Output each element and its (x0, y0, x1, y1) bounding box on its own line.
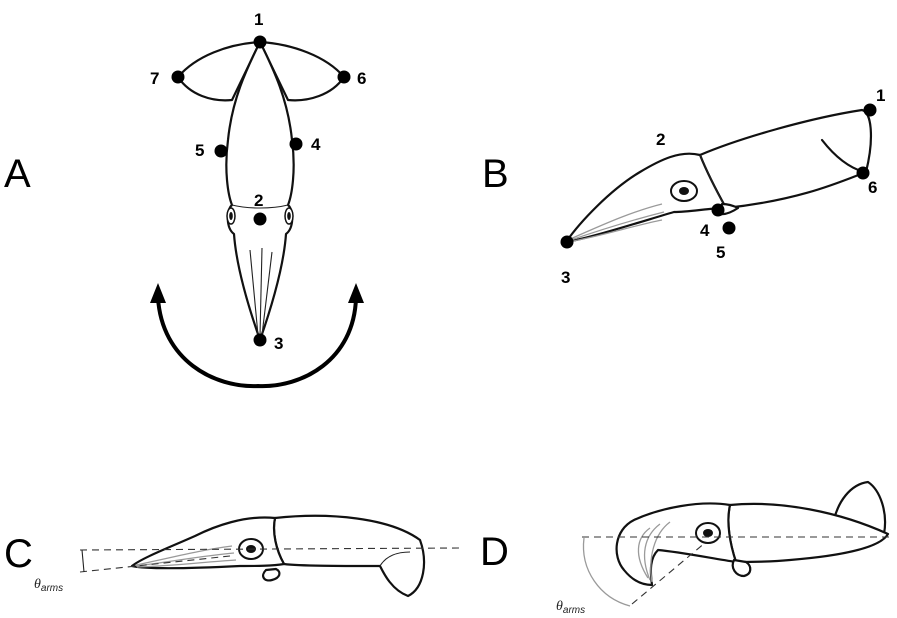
landmark-label: 3 (274, 334, 283, 353)
siphon (263, 569, 279, 580)
landmark-dot (254, 36, 267, 49)
landmark-label: 4 (311, 135, 321, 154)
panel-c-group: C θarms (4, 516, 460, 596)
landmark-label: 3 (561, 268, 570, 287)
landmark-label: 2 (656, 130, 665, 149)
panel-a-label: A (4, 152, 31, 196)
pupil-lateral (703, 529, 713, 537)
panel-b-label: B (482, 152, 509, 196)
landmark-label: 6 (357, 69, 366, 88)
landmark-dot (712, 204, 725, 217)
mantle-lateral (274, 516, 424, 596)
theta-arms-label: θarms (34, 577, 63, 594)
landmark-dot (338, 71, 351, 84)
landmark-dot (215, 145, 228, 158)
pupil-lateral (679, 187, 689, 195)
landmark-label: 5 (716, 243, 725, 262)
theta-arms-label: θarms (556, 599, 585, 616)
panel-d-label: D (480, 530, 509, 574)
landmark-label: 6 (868, 178, 877, 197)
right-pupil (287, 212, 291, 220)
landmark-label: 1 (254, 10, 263, 29)
panel-d-group: D θarms (480, 482, 890, 616)
landmark-dot (864, 104, 877, 117)
landmark-dot (254, 334, 267, 347)
landmark-label: 7 (150, 69, 159, 88)
rotation-arrowhead-right (348, 283, 364, 303)
landmark-dot (723, 222, 736, 235)
angle-arc (82, 550, 84, 572)
landmark-label: 1 (876, 86, 885, 105)
head-lateral (617, 503, 736, 585)
landmark-dot (254, 213, 267, 226)
left-pupil (229, 212, 233, 220)
siphon (733, 560, 751, 576)
landmark-dot (561, 236, 574, 249)
panel-c-label: C (4, 532, 33, 576)
panel-b-group: B 1 2 3 4 5 6 (482, 86, 885, 287)
landmark-dot (172, 71, 185, 84)
landmark-dot (290, 138, 303, 151)
panel-a-group: A 1 2 3 4 5 6 7 (4, 10, 366, 386)
landmark-label: 2 (254, 191, 263, 210)
landmark-label: 4 (700, 221, 710, 240)
landmark-label: 5 (195, 141, 204, 160)
rotation-arrowhead-left (150, 283, 166, 303)
